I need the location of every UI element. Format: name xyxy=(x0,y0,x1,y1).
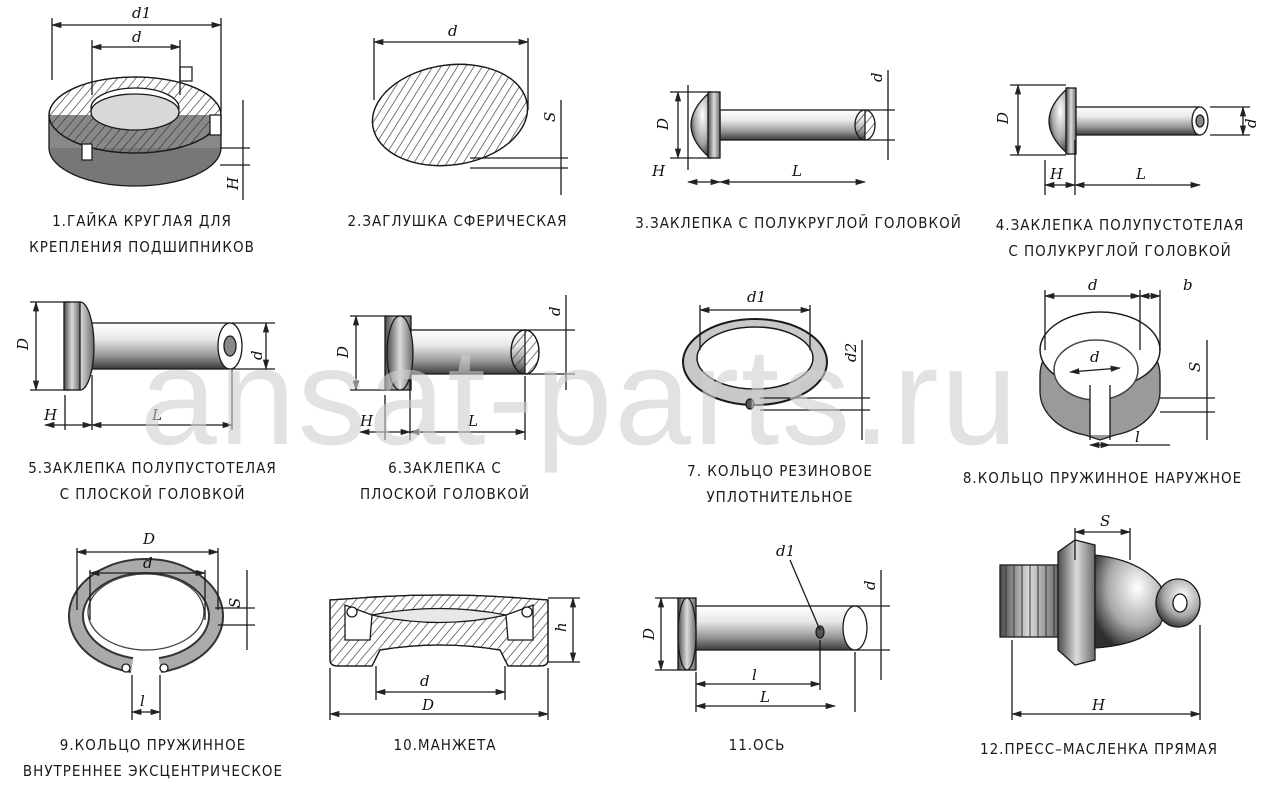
dim-label: h xyxy=(552,622,570,632)
dim-label: d xyxy=(861,580,879,590)
dim-label: D xyxy=(334,346,352,359)
dim-label: d xyxy=(1090,348,1100,366)
part-3-rivet-round-head xyxy=(670,70,895,186)
dim-label: d xyxy=(143,554,153,572)
dim-label: D xyxy=(14,338,32,351)
caption-3: 3.ЗАКЛЕПКА С ПОЛУКРУГЛОЙ ГОЛОВКОЙ xyxy=(635,214,962,232)
dim-label: D xyxy=(654,118,672,131)
dim-label: D xyxy=(421,696,434,714)
dim-label: D xyxy=(142,530,155,548)
dim-label: d2 xyxy=(842,343,860,362)
part-8-external-spring-ring xyxy=(1039,290,1215,449)
dim-label: d xyxy=(420,672,430,690)
dim-label: l xyxy=(752,666,757,684)
part-4-semi-hollow-rivet-round-head xyxy=(1010,83,1250,195)
part-5-semi-hollow-rivet-flat-head xyxy=(30,300,275,430)
dim-label: b xyxy=(1183,276,1193,294)
part-12-grease-nipple xyxy=(999,528,1202,720)
dim-label: S xyxy=(541,112,559,122)
part-1-round-nut xyxy=(48,18,250,200)
part-7-o-ring xyxy=(682,305,870,440)
dim-label: d1 xyxy=(132,4,151,22)
watermark: ansat-parts.ru xyxy=(140,320,1020,474)
dim-label: H xyxy=(1049,165,1064,183)
dim-label: H xyxy=(651,162,666,180)
part-6-rivet-flat-head xyxy=(350,295,575,440)
dim-label: d xyxy=(1242,118,1260,128)
dim-label: L xyxy=(791,162,802,180)
dim-label: H xyxy=(359,412,374,430)
dim-label: d1 xyxy=(747,288,766,306)
dim-label: l xyxy=(140,692,145,710)
dim-label: d xyxy=(132,28,142,46)
dim-label: H xyxy=(224,176,242,191)
caption-8: 8.КОЛЬЦО ПРУЖИННОЕ НАРУЖНОЕ xyxy=(962,469,1243,487)
dim-label: S xyxy=(226,598,244,608)
dim-label: d1 xyxy=(776,542,795,560)
caption-11: 11.ОСЬ xyxy=(728,736,786,754)
part-10-cuff-seal xyxy=(328,594,580,720)
dim-label: d xyxy=(868,72,886,82)
dim-label: S xyxy=(1186,362,1204,372)
dim-label: L xyxy=(1135,165,1146,183)
dim-label: H xyxy=(43,406,58,424)
dimension-labels: d1 d H d S D d H L D d H L D d H L D d H… xyxy=(14,4,1260,714)
dim-label: S xyxy=(1100,512,1110,530)
dim-label: L xyxy=(467,412,478,430)
dim-label: L xyxy=(759,688,770,706)
part-2-spherical-plug xyxy=(371,38,568,195)
dim-label: d xyxy=(248,350,266,360)
dim-label: d xyxy=(448,22,458,40)
dim-label: d xyxy=(546,306,564,316)
dim-label: L xyxy=(151,406,162,424)
dim-label: D xyxy=(640,628,658,641)
caption-10: 10.МАНЖЕТА xyxy=(393,736,497,754)
dim-label: H xyxy=(1091,696,1106,714)
caption-12: 12.ПРЕСС–МАСЛЕНКА ПРЯМАЯ xyxy=(980,740,1218,758)
part-11-axle xyxy=(655,559,890,712)
caption-2: 2.ЗАГЛУШКА СФЕРИЧЕСКАЯ xyxy=(347,212,568,230)
dim-label: l xyxy=(1135,428,1140,446)
dim-label: d xyxy=(1088,276,1098,294)
part-9-internal-spring-ring xyxy=(68,548,255,720)
dim-label: D xyxy=(994,112,1012,125)
